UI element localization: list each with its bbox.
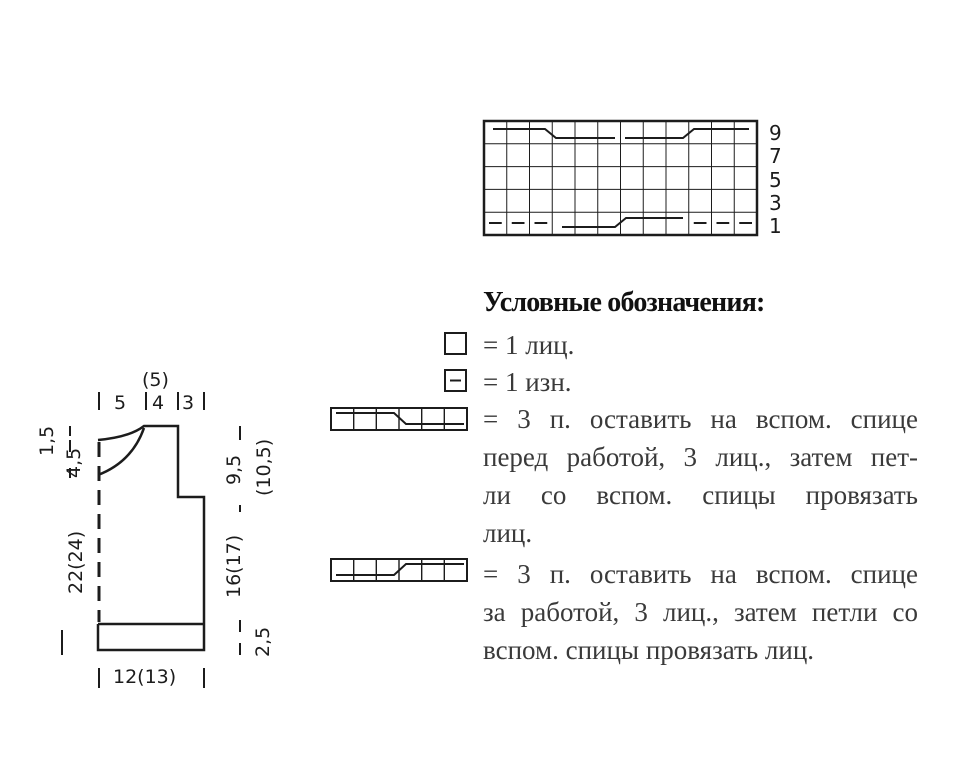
shoulder-label: 4,5 [63,448,85,478]
legend-symbols [330,332,468,582]
row-number-5: 5 [769,168,782,192]
knitting-chart [482,119,759,237]
length-label: 22(24) [65,531,87,594]
purl-square-icon [444,369,467,392]
row-number-9: 9 [769,121,782,145]
cable-back-icon [330,558,468,582]
schematic-outline [96,424,206,652]
row-number-3: 3 [769,191,782,215]
side-length-label: 16(17) [223,535,245,598]
rib-label: 2,5 [252,627,274,657]
width-label-4: 4 [152,392,164,414]
chart-cable-bottom [562,217,683,228]
width-label-3: 3 [182,392,194,414]
knit-square-icon [444,332,467,355]
schematic-ticks [61,392,241,688]
schematic-neckline-lower [97,427,146,477]
neck-depth-label: 1,5 [36,426,58,456]
width-label-5: 5 [114,392,126,414]
armhole-label: 9,5 [223,455,245,485]
cable-front-icon [330,407,468,431]
row-number-1: 1 [769,214,782,238]
garment-schematic [61,392,241,688]
row-number-7: 7 [769,144,782,168]
chart-cable-top [493,128,749,139]
schematic-labels: 5 (5) 4 3 12(13) 1,5 4,5 22(24) 9,5 (10,… [36,369,275,688]
armhole-alt-label: (10,5) [253,439,275,496]
width-label-alt: (5) [142,369,169,391]
bottom-width-label: 12(13) [113,666,176,688]
chart-grid [484,121,757,235]
chart-row-numbers: 9 7 5 3 1 [769,121,782,238]
